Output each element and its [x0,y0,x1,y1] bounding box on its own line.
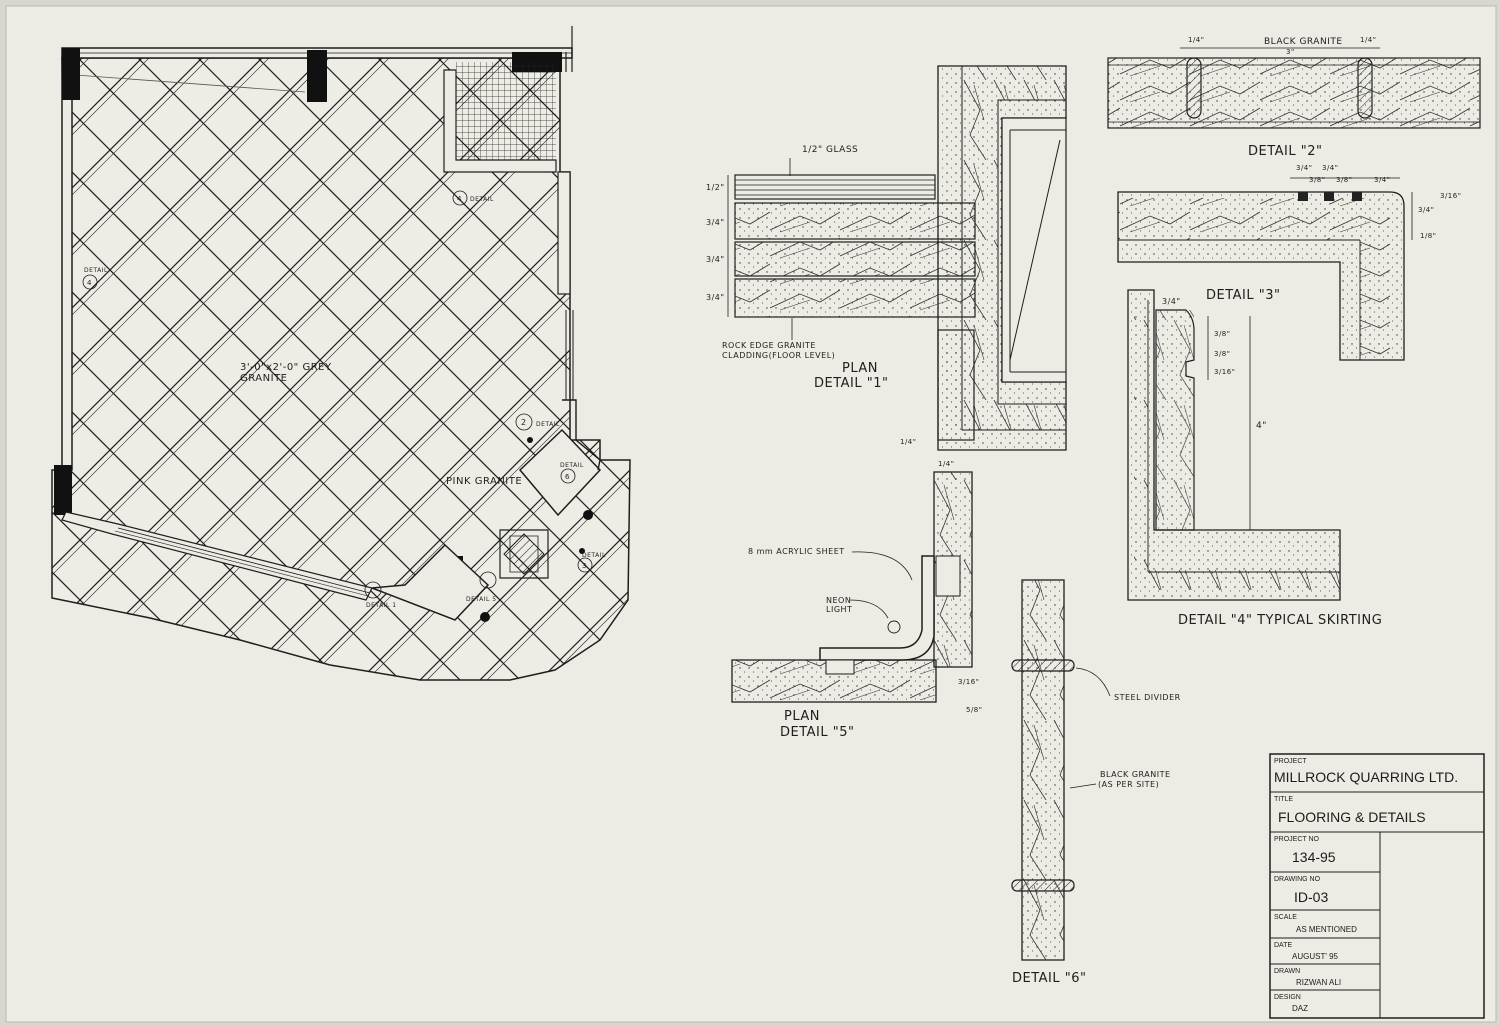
svg-text:DRAWN: DRAWN [1274,968,1300,975]
callout-detail-1: DETAIL 1 [364,581,397,609]
svg-text:STEEL DIVIDER: STEEL DIVIDER [1114,693,1181,702]
svg-text:1/4": 1/4" [938,460,955,468]
callout-detail-6: DETAIL 6 [560,462,584,484]
svg-text:3": 3" [1286,48,1295,56]
svg-text:PLAN: PLAN [842,361,878,376]
callout-detail-5: DETAIL 5 [466,571,497,603]
svg-text:NEON: NEON [826,596,851,605]
svg-text:3/4": 3/4" [1296,164,1313,172]
svg-text:DATE: DATE [1274,942,1292,949]
svg-text:1/4": 1/4" [1360,36,1377,44]
svg-text:3/16": 3/16" [1214,368,1235,376]
callout-detail-4-left: DETAIL 4 [82,267,108,290]
pink-granite-label: PINK GRANITE [446,476,522,487]
svg-text:DETAIL 5: DETAIL 5 [466,596,497,603]
svg-text:DETAIL 1: DETAIL 1 [366,602,397,609]
svg-text:3/16": 3/16" [1440,192,1461,200]
svg-text:3: 3 [582,562,587,570]
svg-text:3/8": 3/8" [1214,330,1231,338]
svg-text:DETAIL "2": DETAIL "2" [1248,144,1323,159]
detail-5: 8 mm ACRYLIC SHEET NEON LIGHT 1/4" 3/16"… [731,460,983,740]
svg-text:3/4": 3/4" [706,255,725,264]
detail-2: 1/4" BLACK GRANITE 3" 1/4" DETAIL "2" [1107,36,1481,159]
svg-text:DETAIL "6": DETAIL "6" [1012,971,1087,986]
svg-text:DETAIL "4" TYPICAL SKIRTING: DETAIL "4" TYPICAL SKIRTING [1178,613,1382,628]
svg-text:DETAIL "5": DETAIL "5" [780,725,855,740]
svg-text:DETAIL: DETAIL [84,267,108,274]
svg-text:RIZWAN ALI: RIZWAN ALI [1296,978,1341,987]
svg-text:PROJECT: PROJECT [1274,758,1307,765]
svg-text:3/8": 3/8" [1309,176,1326,184]
detail-1: 1/2" GLASS 1/2" 3/4" 3/4" 3/4" ROCK EDGE… [706,65,1067,451]
svg-text:CLADDING(FLOOR LEVEL): CLADDING(FLOOR LEVEL) [722,351,835,360]
svg-text:ROCK EDGE GRANITE: ROCK EDGE GRANITE [722,341,816,350]
svg-text:TITLE: TITLE [1274,796,1293,803]
svg-text:3/4": 3/4" [706,293,725,302]
svg-text:4: 4 [457,195,462,203]
svg-text:1/2": 1/2" [706,183,725,192]
svg-text:3/16": 3/16" [958,678,979,686]
svg-text:DETAIL: DETAIL [582,552,606,559]
callout-detail-4-top: 4 DETAIL [452,190,494,206]
svg-text:BLACK GRANITE: BLACK GRANITE [1264,37,1343,47]
svg-text:1/4": 1/4" [1188,36,1205,44]
svg-text:3/8": 3/8" [1214,350,1231,358]
svg-text:3/4": 3/4" [1322,164,1339,172]
svg-text:5/8": 5/8" [966,706,983,714]
svg-text:3/8": 3/8" [1336,176,1353,184]
svg-text:4: 4 [87,279,92,287]
grey-granite-label-2: GRANITE [240,373,288,384]
title-block: PROJECT MILLROCK QUARRING LTD. TITLE FLO… [1269,753,1485,1019]
svg-text:DETAIL: DETAIL [470,196,494,203]
svg-text:2: 2 [521,418,527,427]
svg-text:3/4": 3/4" [706,218,725,227]
svg-text:1/4": 1/4" [900,438,917,446]
svg-text:SCALE: SCALE [1274,914,1297,921]
svg-text:8 mm ACRYLIC SHEET: 8 mm ACRYLIC SHEET [748,547,845,556]
detail-6: STEEL DIVIDER BLACK GRANITE (AS PER SITE… [1011,579,1181,986]
svg-text:PROJECT NO: PROJECT NO [1274,836,1320,843]
svg-text:6: 6 [565,473,570,481]
svg-text:ID-03: ID-03 [1294,889,1328,905]
callout-detail-2: 2 DETAIL [515,413,560,431]
svg-text:FLOORING & DETAILS: FLOORING & DETAILS [1278,809,1426,825]
svg-text:LIGHT: LIGHT [826,605,852,614]
svg-text:MILLROCK QUARRING LTD.: MILLROCK QUARRING LTD. [1274,769,1458,785]
svg-text:DETAIL "3": DETAIL "3" [1206,288,1281,303]
grey-granite-label-1: 3'-0"x2'-0" GREY [240,362,332,373]
detail-3: 3/4" 3/8" 3/4" 3/8" 3/4" 3/4" 3/16" 1/8"… [1117,164,1461,361]
svg-text:DETAIL: DETAIL [536,421,560,428]
svg-text:AS MENTIONED: AS MENTIONED [1296,925,1357,934]
svg-text:3/4": 3/4" [1374,176,1391,184]
svg-text:4": 4" [1256,421,1267,431]
svg-text:AUGUST' 95: AUGUST' 95 [1292,952,1339,961]
svg-text:DESIGN: DESIGN [1274,994,1301,1001]
svg-text:134-95: 134-95 [1292,849,1336,865]
svg-text:(AS PER SITE): (AS PER SITE) [1098,780,1159,789]
svg-text:3/4": 3/4" [1162,297,1181,306]
svg-text:3/4": 3/4" [1418,206,1435,214]
svg-text:DETAIL "1": DETAIL "1" [814,376,889,391]
svg-text:DETAIL: DETAIL [560,462,584,469]
svg-text:DAZ: DAZ [1292,1004,1308,1013]
svg-text:BLACK GRANITE: BLACK GRANITE [1100,770,1171,779]
callout-detail-3: DETAIL 3 [577,552,606,573]
svg-text:1/2" GLASS: 1/2" GLASS [802,145,858,155]
detail-4: 3/4" 3/8" 3/8" 3/16" 4" DETAIL "4" TYPIC… [1127,289,1382,628]
svg-text:DRAWING NO: DRAWING NO [1274,876,1321,883]
svg-text:1/8": 1/8" [1420,232,1437,240]
svg-text:PLAN: PLAN [784,709,820,724]
